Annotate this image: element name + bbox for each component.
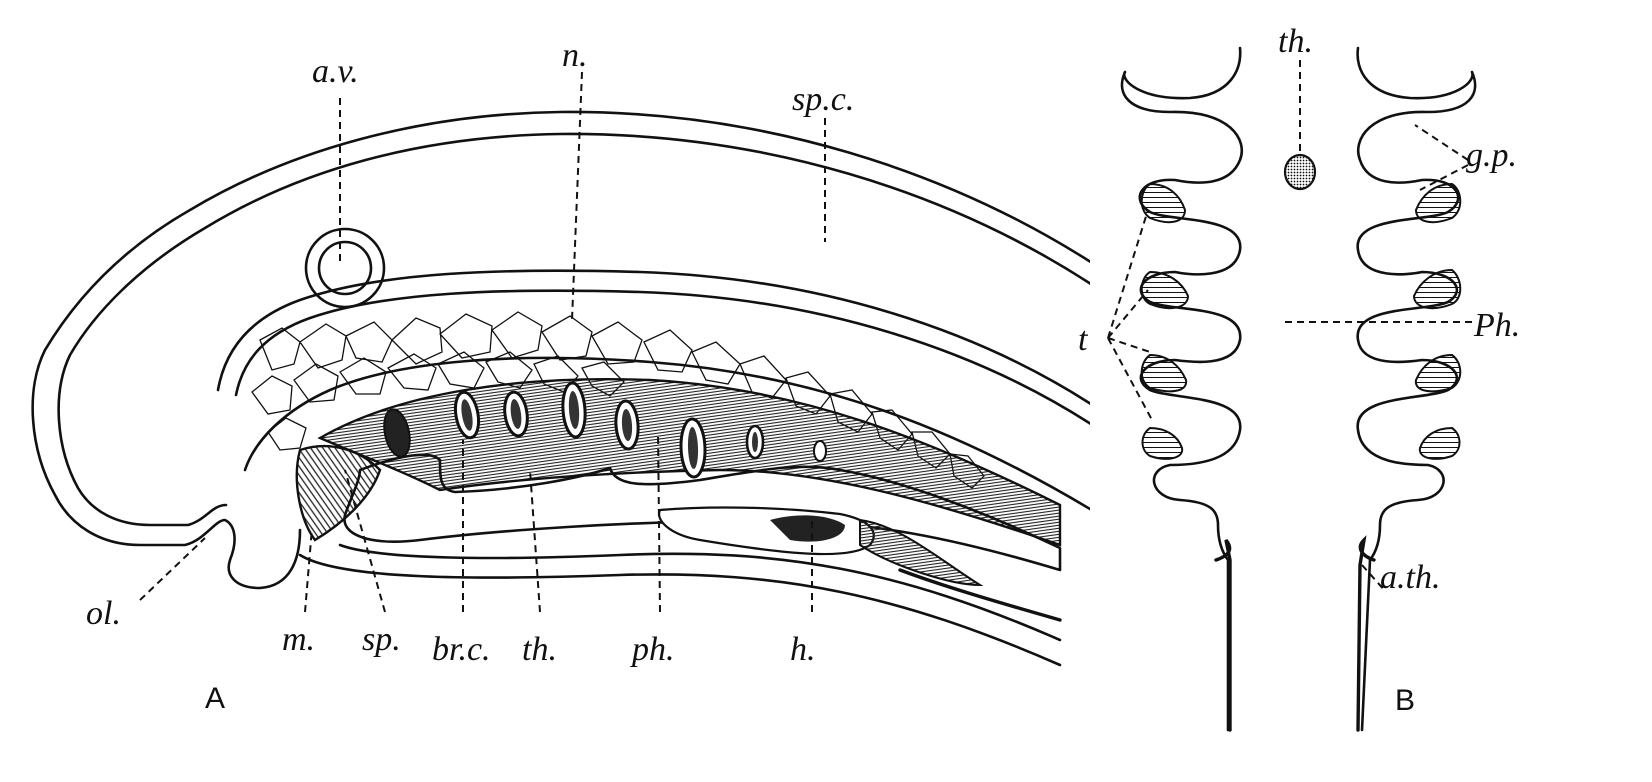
leader-th xyxy=(529,469,541,613)
panel-b-drawing xyxy=(1107,46,1477,732)
gill-slits xyxy=(383,381,827,479)
panel-a-drawing xyxy=(31,71,1090,667)
pouch-structures-right xyxy=(1412,182,1462,460)
stem-right xyxy=(1356,535,1376,732)
ventral-wall-1 xyxy=(338,543,1062,642)
label-ph: ph. xyxy=(630,631,675,668)
ventral-wall-2 xyxy=(298,553,1062,667)
heart xyxy=(657,506,984,587)
leader-gp-1 xyxy=(1414,124,1469,161)
panel-label-b: B xyxy=(1395,684,1415,717)
labels-panel-b: th. g.p. t Ph. a.th. B xyxy=(1078,23,1520,717)
body-wall-outer xyxy=(31,110,1090,590)
leader-m xyxy=(304,527,313,613)
leader-t-2 xyxy=(1107,289,1149,339)
label-brc: br.c. xyxy=(432,631,491,668)
ventral-wall-3 xyxy=(898,568,1062,622)
leader-t-1 xyxy=(1107,209,1149,339)
label-n: n. xyxy=(562,37,588,74)
leader-n xyxy=(571,71,583,321)
labels-panel-a: a.v. n. sp.c. ol. m. sp. br.c. th. ph. h… xyxy=(86,37,854,715)
leader-ol xyxy=(139,537,206,601)
pharynx-wall-right xyxy=(1356,46,1477,732)
label-gp: g.p. xyxy=(1466,137,1517,174)
label-sp: sp. xyxy=(362,621,401,658)
label-th-b: th. xyxy=(1278,23,1313,60)
notochord-sheath-upper-inner xyxy=(234,289,1090,426)
label-m: m. xyxy=(282,621,315,658)
label-spc: sp.c. xyxy=(792,81,854,118)
label-ol: ol. xyxy=(86,595,121,632)
leader-gp-2 xyxy=(1419,164,1469,191)
pouch-structures-left xyxy=(1140,182,1190,460)
notochord-sheath-upper xyxy=(216,269,1090,406)
label-th: th. xyxy=(522,631,557,668)
leader-t-3 xyxy=(1107,337,1151,353)
pharynx-cavity xyxy=(343,453,1062,572)
leader-ath xyxy=(1361,564,1387,593)
label-ath: a.th. xyxy=(1380,559,1440,596)
panel-label-a: A xyxy=(205,682,225,715)
stem-left xyxy=(1214,538,1232,732)
leader-t-4 xyxy=(1107,337,1153,421)
leader-sp xyxy=(344,469,386,613)
label-Ph: Ph. xyxy=(1473,307,1520,344)
label-av: a.v. xyxy=(312,53,359,90)
mouth-region xyxy=(295,444,382,542)
auditory-vesicle-inner xyxy=(317,240,373,296)
thyroid xyxy=(1283,153,1317,191)
leader-ph xyxy=(657,431,661,613)
body-wall-inner xyxy=(57,132,1090,527)
label-t: t xyxy=(1078,321,1089,358)
label-h: h. xyxy=(790,631,816,668)
